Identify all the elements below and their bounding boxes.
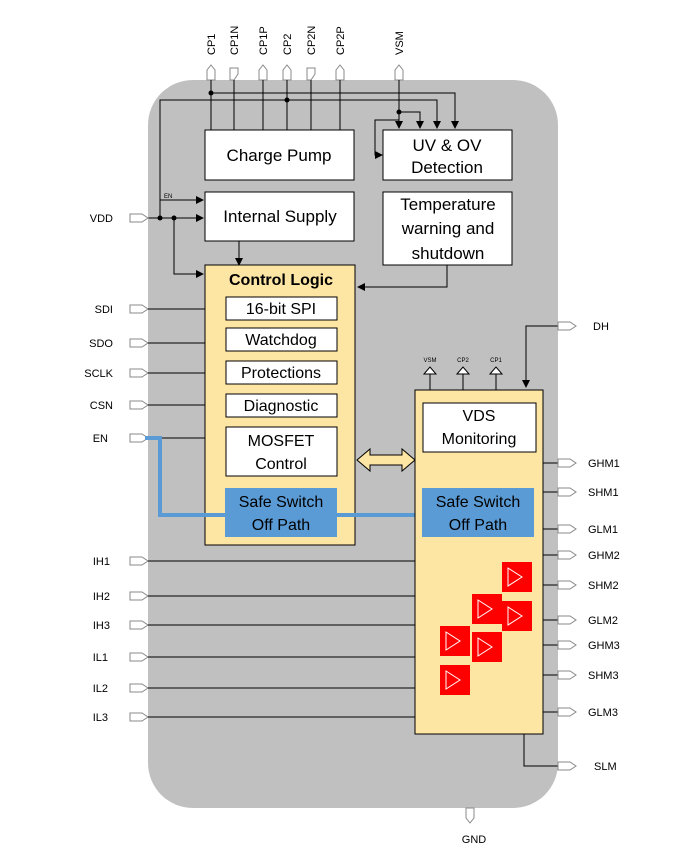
bottom-pin: GND [462, 807, 487, 846]
dh-wiring [522, 325, 558, 388]
pin-ih1-label: IH1 [93, 556, 110, 568]
spi-label: 16-bit SPI [246, 301, 316, 318]
safe-switch-right-line2: Off Path [449, 517, 507, 534]
watchdog-block [225, 327, 338, 352]
pin-ih3-label: IH3 [93, 620, 110, 632]
internal-supply-en-label: EN [164, 194, 172, 200]
driver-cp2-label: CP2 [457, 358, 469, 364]
uv-ov-line2: Detection [411, 158, 483, 177]
pin-cp2n-label: CP2N [306, 26, 318, 55]
pin-il1-label: IL1 [93, 652, 108, 664]
top-pins: CP1 CP1N CP1P CP2 CP2N CP2P VSM [206, 26, 406, 81]
pin-vdd-label: VDD [90, 213, 113, 225]
diagnostic-label: Diagnostic [244, 398, 319, 415]
pin-glm3-label: GLM3 [588, 707, 618, 719]
watchdog-label: Watchdog [245, 332, 316, 349]
safe-switch-left-line1: Safe Switch [239, 494, 323, 511]
pin-glm1-label: GLM1 [588, 524, 618, 536]
pin-ghm2-label: GHM2 [588, 550, 620, 562]
pin-vsm-glyph [394, 64, 404, 81]
pin-dh-label: DH [593, 321, 609, 333]
pin-vsm-label: VSM [394, 31, 406, 55]
pin-en-label: EN [93, 433, 108, 445]
right-pins: DH GHM1 SHM1 GLM1 GHM2 SHM2 GLM2 GHM3 SH… [523, 321, 620, 773]
pin-il3-label: IL3 [93, 712, 108, 724]
mosfet-control-line1: MOSFET [248, 433, 315, 450]
mosfet-control-line2: Control [255, 456, 307, 473]
safe-switch-left-line2: Off Path [252, 517, 310, 534]
diagnostic-block [225, 393, 338, 418]
uv-ov-line1: UV & OV [413, 136, 483, 155]
pin-sdo-label: SDO [89, 338, 113, 350]
pin-csn-label: CSN [90, 400, 113, 412]
temperature-line1: Temperature [400, 195, 495, 214]
pin-shm3-label: SHM3 [588, 670, 619, 682]
charge-pump-label: Charge Pump [227, 146, 332, 165]
vds-monitoring-block [422, 402, 537, 453]
vds-monitoring-line1: VDS [463, 408, 496, 425]
temperature-line2: warning and [401, 219, 495, 238]
internal-supply-label: Internal Supply [223, 207, 337, 226]
gate-driver-array [440, 562, 532, 695]
pin-glm2-label: GLM2 [588, 615, 618, 627]
pin-sdi-label: SDI [95, 304, 113, 316]
pin-ih2-label: IH2 [93, 591, 110, 603]
control-logic-title: Control Logic [229, 272, 333, 289]
pin-cp1n-label: CP1N [229, 26, 241, 55]
pin-cp2n-glyph [306, 67, 316, 81]
left-signal-lines [148, 308, 415, 718]
pin-cp2p-glyph [335, 64, 345, 81]
safe-switch-left-block [225, 488, 337, 537]
mosfet-control-block [225, 426, 338, 477]
pin-cp2-glyph [282, 64, 292, 81]
pin-slm-label: SLM [594, 761, 617, 773]
driver-top-pins: VSM CP2 CP1 [422, 358, 504, 390]
pin-shm2-label: SHM2 [588, 580, 619, 592]
uv-ov-detection-block [382, 129, 513, 181]
pin-shm1-label: SHM1 [588, 487, 619, 499]
pin-cp2p-label: CP2P [335, 26, 347, 55]
pin-ghm3-label: GHM3 [588, 640, 620, 652]
pin-cp1p-glyph [258, 64, 268, 81]
charge-pump-block [204, 129, 355, 181]
pin-ghm1-label: GHM1 [588, 458, 620, 470]
pin-cp1-label: CP1 [206, 34, 218, 55]
pin-cp1p-label: CP1P [258, 26, 270, 55]
pin-cp1n-glyph [229, 67, 239, 81]
pin-sclk-label: SCLK [84, 368, 113, 380]
left-pins: VDD SDI SDO SCLK CSN EN IH1 IH2 IH3 IL1 … [84, 213, 149, 724]
spi-block [225, 296, 338, 321]
internal-supply-block [204, 191, 355, 242]
temperature-block [382, 191, 513, 266]
pin-gnd-label: GND [462, 834, 487, 846]
temperature-line3: shutdown [412, 244, 485, 263]
vds-monitoring-line2: Monitoring [442, 431, 517, 448]
pin-cp2-label: CP2 [282, 34, 294, 55]
pin-cp1-glyph [206, 64, 216, 81]
driver-vsm-label: VSM [423, 358, 436, 364]
protections-label: Protections [241, 365, 321, 382]
pin-il2-label: IL2 [93, 683, 108, 695]
top-wiring [210, 80, 459, 159]
safe-switch-right-line1: Safe Switch [436, 494, 520, 511]
safe-switch-right-block [422, 488, 534, 537]
driver-cp1-label: CP1 [490, 358, 502, 364]
protections-block [225, 360, 338, 385]
